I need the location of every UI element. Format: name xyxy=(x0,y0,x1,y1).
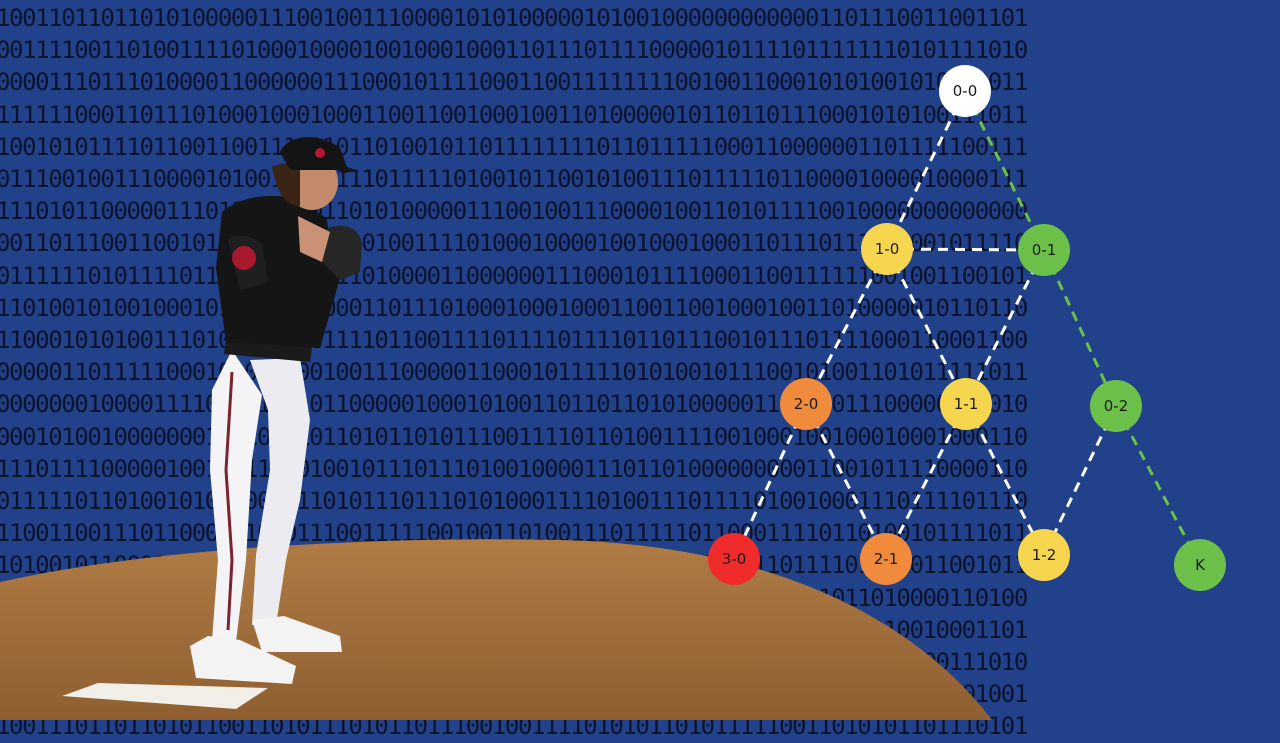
count-node-circle xyxy=(780,378,832,430)
count-node-circle xyxy=(1018,529,1070,581)
count-node-circle xyxy=(1090,380,1142,432)
count-node-circle xyxy=(861,223,913,275)
count-node-1-0: 1-0 xyxy=(861,223,913,275)
count-node-2-0: 2-0 xyxy=(780,378,832,430)
count-node-2-1: 2-1 xyxy=(860,533,912,585)
count-node-circle xyxy=(939,65,991,117)
count-node-0-2: 0-2 xyxy=(1090,380,1142,432)
pitching-rubber xyxy=(62,683,268,709)
count-node-label: K xyxy=(1195,556,1206,574)
ball-strike-count-tree: 0-0 1-0 0-1 2-0 1-1 0-2 3-0 2-1 1-2K xyxy=(708,65,1226,591)
edge-1-0-to-2-0 xyxy=(804,248,889,405)
tree-edges xyxy=(732,90,1202,566)
count-node-label: 3-0 xyxy=(722,550,747,568)
pitcher-figure xyxy=(190,137,362,684)
graphic-canvas: 1001101101101010000011100100111000010101… xyxy=(0,4,1226,740)
count-node-circle xyxy=(860,533,912,585)
count-node-0-1: 0-1 xyxy=(1018,224,1070,276)
edge-0-2-to-K xyxy=(1114,405,1202,566)
edge-1-1-to-2-1 xyxy=(884,403,968,560)
pitcher-scene xyxy=(0,137,992,720)
edge-0-1-to-0-2 xyxy=(1042,249,1118,407)
count-node-circle xyxy=(1174,539,1226,591)
count-node-1-2: 1-2 xyxy=(1018,529,1070,581)
count-node-label: 0-1 xyxy=(1032,241,1057,259)
edge-0-0-to-1-0 xyxy=(885,90,967,250)
count-node-0-0: 0-0 xyxy=(939,65,991,117)
edge-1-1-to-1-2 xyxy=(964,403,1046,556)
tree-nodes: 0-0 1-0 0-1 2-0 1-1 0-2 3-0 2-1 1-2K xyxy=(708,65,1226,591)
edge-2-0-to-2-1 xyxy=(804,403,888,560)
count-node-circle xyxy=(940,378,992,430)
edge-0-1-to-1-1 xyxy=(964,249,1046,405)
count-node-circle xyxy=(708,533,760,585)
edge-0-2-to-1-2 xyxy=(1042,405,1118,556)
edge-1-0-to-0-1 xyxy=(886,247,1045,252)
count-node-label: 2-1 xyxy=(874,550,899,568)
edge-0-0-to-0-1 xyxy=(963,90,1046,251)
count-node-label: 1-0 xyxy=(875,240,900,258)
count-node-3-0: 3-0 xyxy=(708,533,760,585)
edge-1-0-to-1-1 xyxy=(885,248,968,405)
count-node-label: 0-2 xyxy=(1104,397,1129,415)
count-node-label: 0-0 xyxy=(953,82,978,100)
count-node-label: 1-1 xyxy=(954,395,979,413)
edge-2-0-to-3-0 xyxy=(732,403,808,560)
count-node-label: 2-0 xyxy=(794,395,819,413)
count-node-1-1: 1-1 xyxy=(940,378,992,430)
count-node-circle xyxy=(1018,224,1070,276)
count-node-label: 1-2 xyxy=(1032,546,1057,564)
count-node-K: K xyxy=(1174,539,1226,591)
